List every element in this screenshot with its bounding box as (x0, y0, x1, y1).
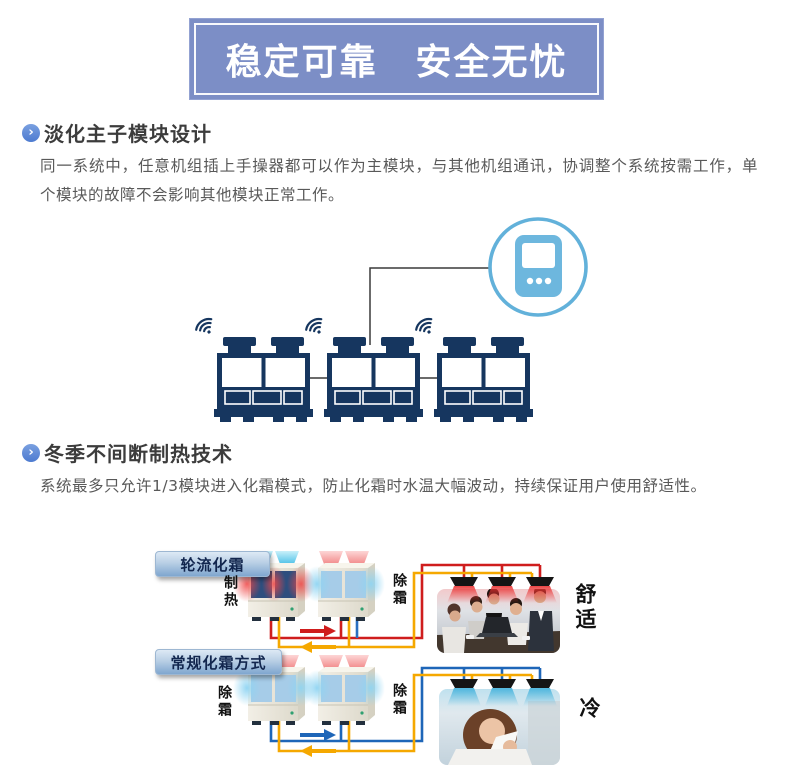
controller-wire (369, 267, 490, 345)
row2-unit1-status: 除霜 (216, 685, 232, 719)
chevron-circle-icon: › (22, 443, 40, 462)
return-pipe (277, 571, 534, 649)
outdoor-unit-defrosting (303, 655, 385, 725)
wifi-icon (412, 314, 439, 340)
section2-title: 冬季不间断制热技术 (44, 442, 233, 466)
controller-icon (488, 217, 588, 317)
outdoor-unit-defrosting (303, 551, 385, 621)
section1-title: 淡化主子模块设计 (44, 122, 212, 146)
row1-unit1-status: 制热 (222, 575, 238, 609)
row2-mode-label: 常规化霜方式 (155, 649, 282, 675)
flow-arrow-hot-right (300, 625, 336, 637)
row1-mode-label: 轮流化霜 (155, 551, 270, 577)
row1-unit2-status: 除霜 (391, 573, 407, 607)
defrost-comparison-svg (233, 551, 560, 765)
section1-body: 同一系统中，任意机组插上手操器都可以作为主模块，与其他机组通讯，协调整个系统按需… (40, 157, 758, 204)
modules-network-svg (192, 217, 588, 423)
chevron-circle-icon: › (22, 123, 40, 142)
return-pipe (277, 673, 534, 753)
section2-body: 系统最多只允许1/3模块进入化霜模式，防止化霜时水温大幅波动，持续保证用户使用舒… (40, 477, 707, 495)
flow-arrow-return-left (300, 641, 336, 653)
flow-arrow-return-left (300, 745, 336, 757)
hvac-unit-3 (433, 336, 534, 423)
wifi-icon (302, 314, 329, 340)
section2-heading-row: › 冬季不间断制热技术 (22, 438, 233, 467)
ceiling-cassette-cold-icons (447, 679, 557, 706)
hot-water-pipe (269, 563, 542, 640)
wifi-icon (192, 314, 219, 340)
cold-water-pipe (269, 666, 542, 743)
banner-title: 稳定可靠 安全无忧 (225, 42, 568, 83)
defrost-comparison-diagram: 轮流化霜 常规化霜方式 制热 除霜 除霜 除霜 舒适 冷 (150, 543, 645, 775)
row2-result: 冷 (577, 697, 601, 722)
row1-result: 舒适 (573, 583, 597, 633)
hvac-unit-1 (213, 336, 314, 423)
hvac-unit-2 (323, 336, 424, 423)
section1-heading-row: › 淡化主子模块设计 (22, 118, 212, 147)
ceiling-cassette-warm-icons (447, 577, 557, 603)
modules-network-diagram (185, 215, 605, 430)
banner: 稳定可靠 安全无忧 (189, 18, 604, 100)
row2-unit2-status: 除霜 (391, 683, 407, 717)
flow-arrow-cold-right (300, 729, 336, 741)
